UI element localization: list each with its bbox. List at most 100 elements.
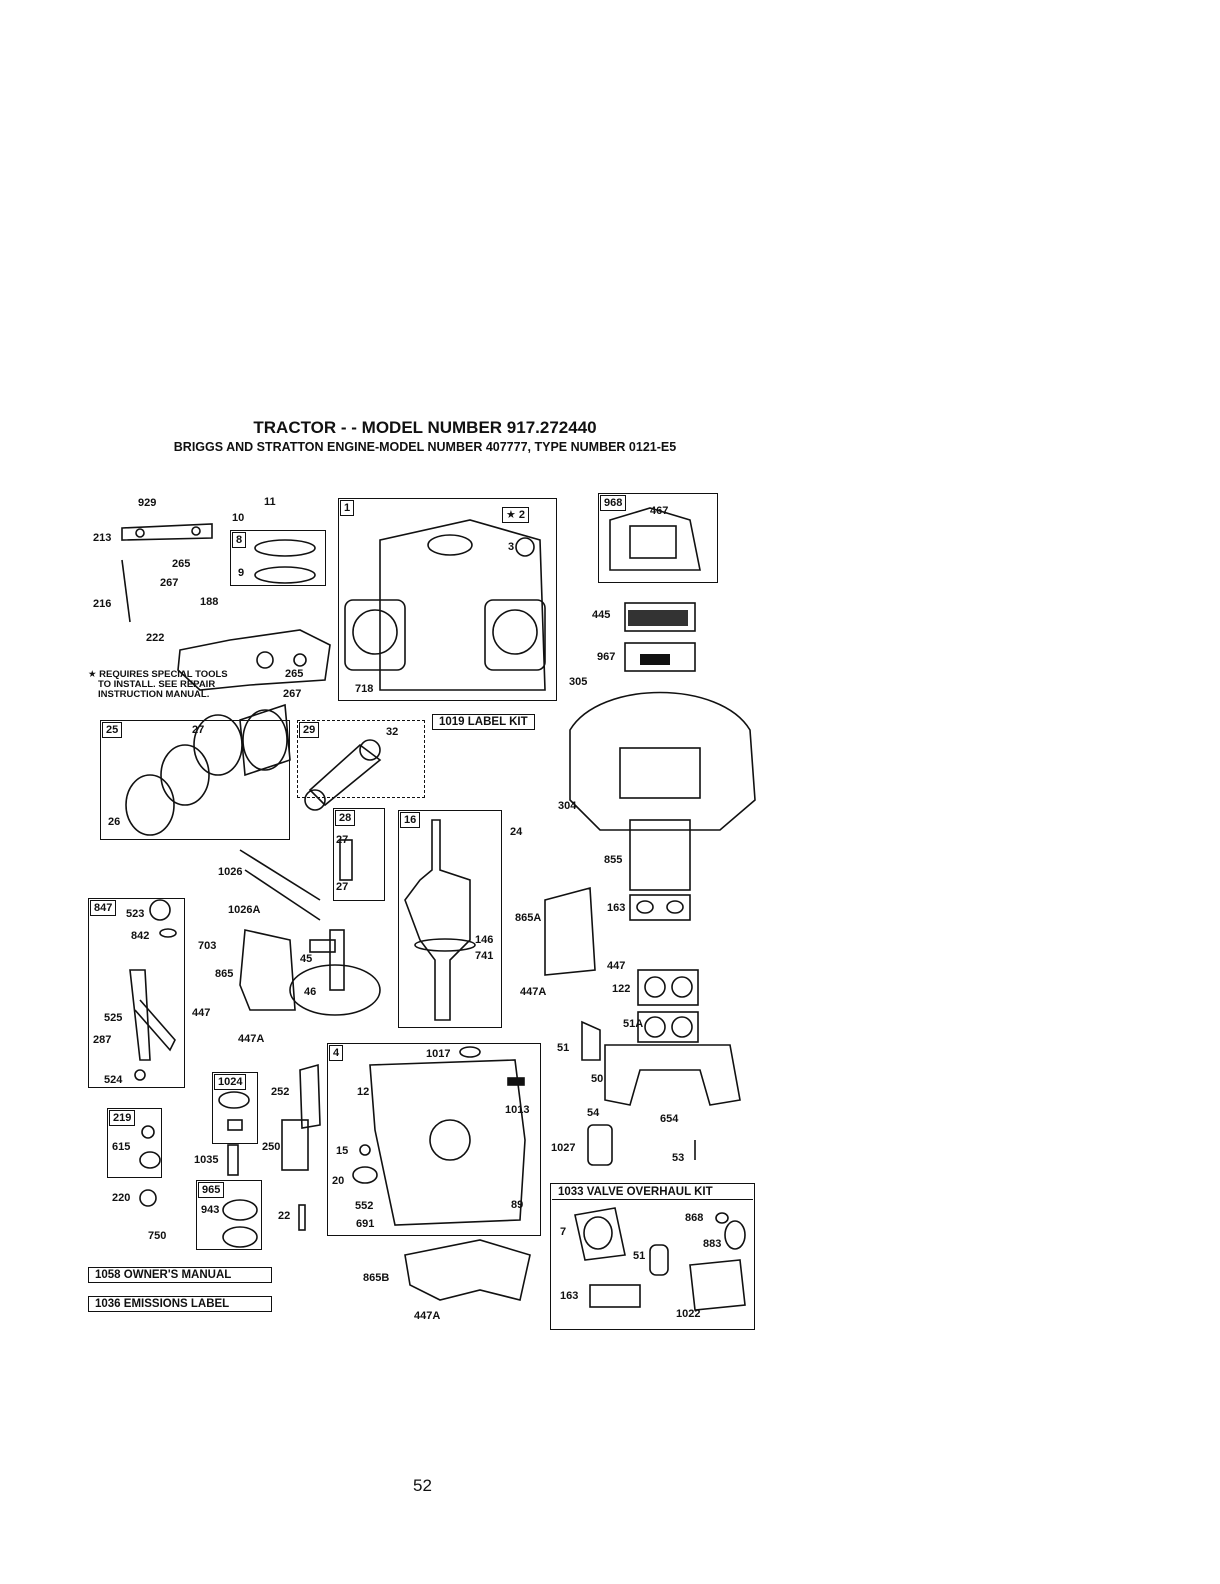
part-label: 447A bbox=[414, 1310, 441, 1322]
box-16 bbox=[398, 810, 502, 1028]
page-subtitle: BRIGGS AND STRATTON ENGINE-MODEL NUMBER … bbox=[173, 440, 677, 454]
part-label: 654 bbox=[660, 1113, 679, 1125]
emissions-label-tag: 1036 EMISSIONS LABEL bbox=[88, 1296, 272, 1312]
part-label: 1022 bbox=[676, 1308, 701, 1320]
note-line-3: INSTRUCTION MANUAL. bbox=[98, 689, 210, 700]
part-label: 53 bbox=[672, 1152, 685, 1164]
box-4 bbox=[327, 1043, 541, 1236]
box-tag-16: 16 bbox=[400, 812, 421, 828]
part-label: 252 bbox=[271, 1086, 290, 1098]
part-label: 89 bbox=[511, 1199, 524, 1211]
part-label: 46 bbox=[304, 986, 317, 998]
part-label: 22 bbox=[278, 1210, 291, 1222]
part-label: 703 bbox=[198, 940, 217, 952]
part-label: 10 bbox=[232, 512, 245, 524]
part-label: 267 bbox=[283, 688, 302, 700]
part-label: 467 bbox=[650, 505, 669, 517]
part-label: 265 bbox=[285, 668, 304, 680]
part-label: 267 bbox=[160, 577, 179, 589]
part-label: 691 bbox=[356, 1218, 375, 1230]
part-label: 447A bbox=[520, 986, 547, 998]
part-label: 750 bbox=[148, 1230, 167, 1242]
box-tag-29: 29 bbox=[299, 722, 320, 738]
part-label: 122 bbox=[612, 983, 631, 995]
part-label: 51A bbox=[623, 1018, 644, 1030]
box-29 bbox=[297, 720, 425, 798]
part-label: 54 bbox=[587, 1107, 600, 1119]
box-tag-847: 847 bbox=[90, 900, 117, 916]
box-tag-25: 25 bbox=[102, 722, 123, 738]
part-label: 883 bbox=[703, 1238, 722, 1250]
part-label: 304 bbox=[558, 800, 577, 812]
special-tools-note: ★ REQUIRES SPECIAL TOOLS TO INSTALL. SEE… bbox=[88, 670, 228, 700]
part-label: 523 bbox=[126, 908, 145, 920]
label-kit-tag: 1019 LABEL KIT bbox=[432, 714, 535, 730]
part-label: 20 bbox=[332, 1175, 345, 1187]
box-valve-kit bbox=[550, 1183, 755, 1330]
part-label: 1013 bbox=[505, 1104, 530, 1116]
part-label: 1026 bbox=[218, 866, 243, 878]
part-label: 287 bbox=[93, 1034, 112, 1046]
part-label: 1027 bbox=[551, 1142, 576, 1154]
part-label: 216 bbox=[93, 598, 112, 610]
part-label: 447A bbox=[238, 1033, 265, 1045]
box-968 bbox=[598, 493, 718, 583]
note-line-2: TO INSTALL. SEE REPAIR bbox=[98, 679, 216, 690]
part-label: 552 bbox=[355, 1200, 374, 1212]
part-label: 929 bbox=[138, 497, 157, 509]
box-cylinder-assembly bbox=[338, 498, 557, 701]
part-label: 51 bbox=[633, 1250, 646, 1262]
part-label: 188 bbox=[200, 596, 219, 608]
box-847 bbox=[88, 898, 185, 1088]
part-label: 11 bbox=[264, 496, 276, 508]
box-219 bbox=[107, 1108, 162, 1178]
part-label: 146 bbox=[475, 934, 494, 946]
page-title: TRACTOR - - MODEL NUMBER 917.272440 bbox=[253, 418, 597, 437]
part-label: 1035 bbox=[194, 1154, 219, 1166]
part-label: 1017 bbox=[426, 1048, 451, 1060]
part-label: 24 bbox=[510, 826, 523, 838]
part-label: 865 bbox=[215, 968, 234, 980]
box-25 bbox=[100, 720, 290, 840]
box-28 bbox=[333, 808, 385, 901]
part-label: 718 bbox=[355, 683, 374, 695]
part-label: 842 bbox=[131, 930, 150, 942]
part-label: 741 bbox=[475, 950, 494, 962]
note-line-1: REQUIRES SPECIAL TOOLS bbox=[99, 669, 228, 680]
part-label: 855 bbox=[604, 854, 623, 866]
part-label: 27 bbox=[336, 881, 349, 893]
box-1024 bbox=[212, 1072, 258, 1144]
part-label: 250 bbox=[262, 1141, 281, 1153]
part-label: 967 bbox=[597, 651, 616, 663]
part-label: 524 bbox=[104, 1074, 123, 1086]
part-label: 865B bbox=[363, 1272, 390, 1284]
valve-kit-title: 1033 VALVE OVERHAUL KIT bbox=[552, 1185, 753, 1200]
part-label: 1026A bbox=[228, 904, 261, 916]
owners-manual-tag: 1058 OWNER'S MANUAL bbox=[88, 1267, 272, 1283]
part-label: 163 bbox=[607, 902, 626, 914]
part-label: 26 bbox=[108, 816, 121, 828]
part-label: 447 bbox=[192, 1007, 211, 1019]
part-label: 32 bbox=[386, 726, 399, 738]
box-tag-1024: 1024 bbox=[214, 1074, 247, 1090]
part-label: 943 bbox=[201, 1204, 220, 1216]
box-tag-965: 965 bbox=[198, 1182, 225, 1198]
box-tag-219: 219 bbox=[109, 1110, 136, 1126]
part-label: 305 bbox=[569, 676, 588, 688]
box-tag-2: ★ 2 bbox=[502, 507, 530, 523]
part-label: 525 bbox=[104, 1012, 123, 1024]
part-label: 3 bbox=[508, 541, 515, 553]
box-tag-968: 968 bbox=[600, 495, 627, 511]
box-965 bbox=[196, 1180, 262, 1250]
part-label: 213 bbox=[93, 532, 112, 544]
part-label: 45 bbox=[300, 953, 313, 965]
part-label: 50 bbox=[591, 1073, 604, 1085]
part-label: 9 bbox=[238, 567, 245, 579]
part-label: 27 bbox=[336, 834, 349, 846]
part-label: 7 bbox=[560, 1226, 567, 1238]
box-tag-28: 28 bbox=[335, 810, 356, 826]
part-label: 265 bbox=[172, 558, 191, 570]
star-symbol: ★ bbox=[88, 669, 97, 680]
part-label: 615 bbox=[112, 1141, 131, 1153]
